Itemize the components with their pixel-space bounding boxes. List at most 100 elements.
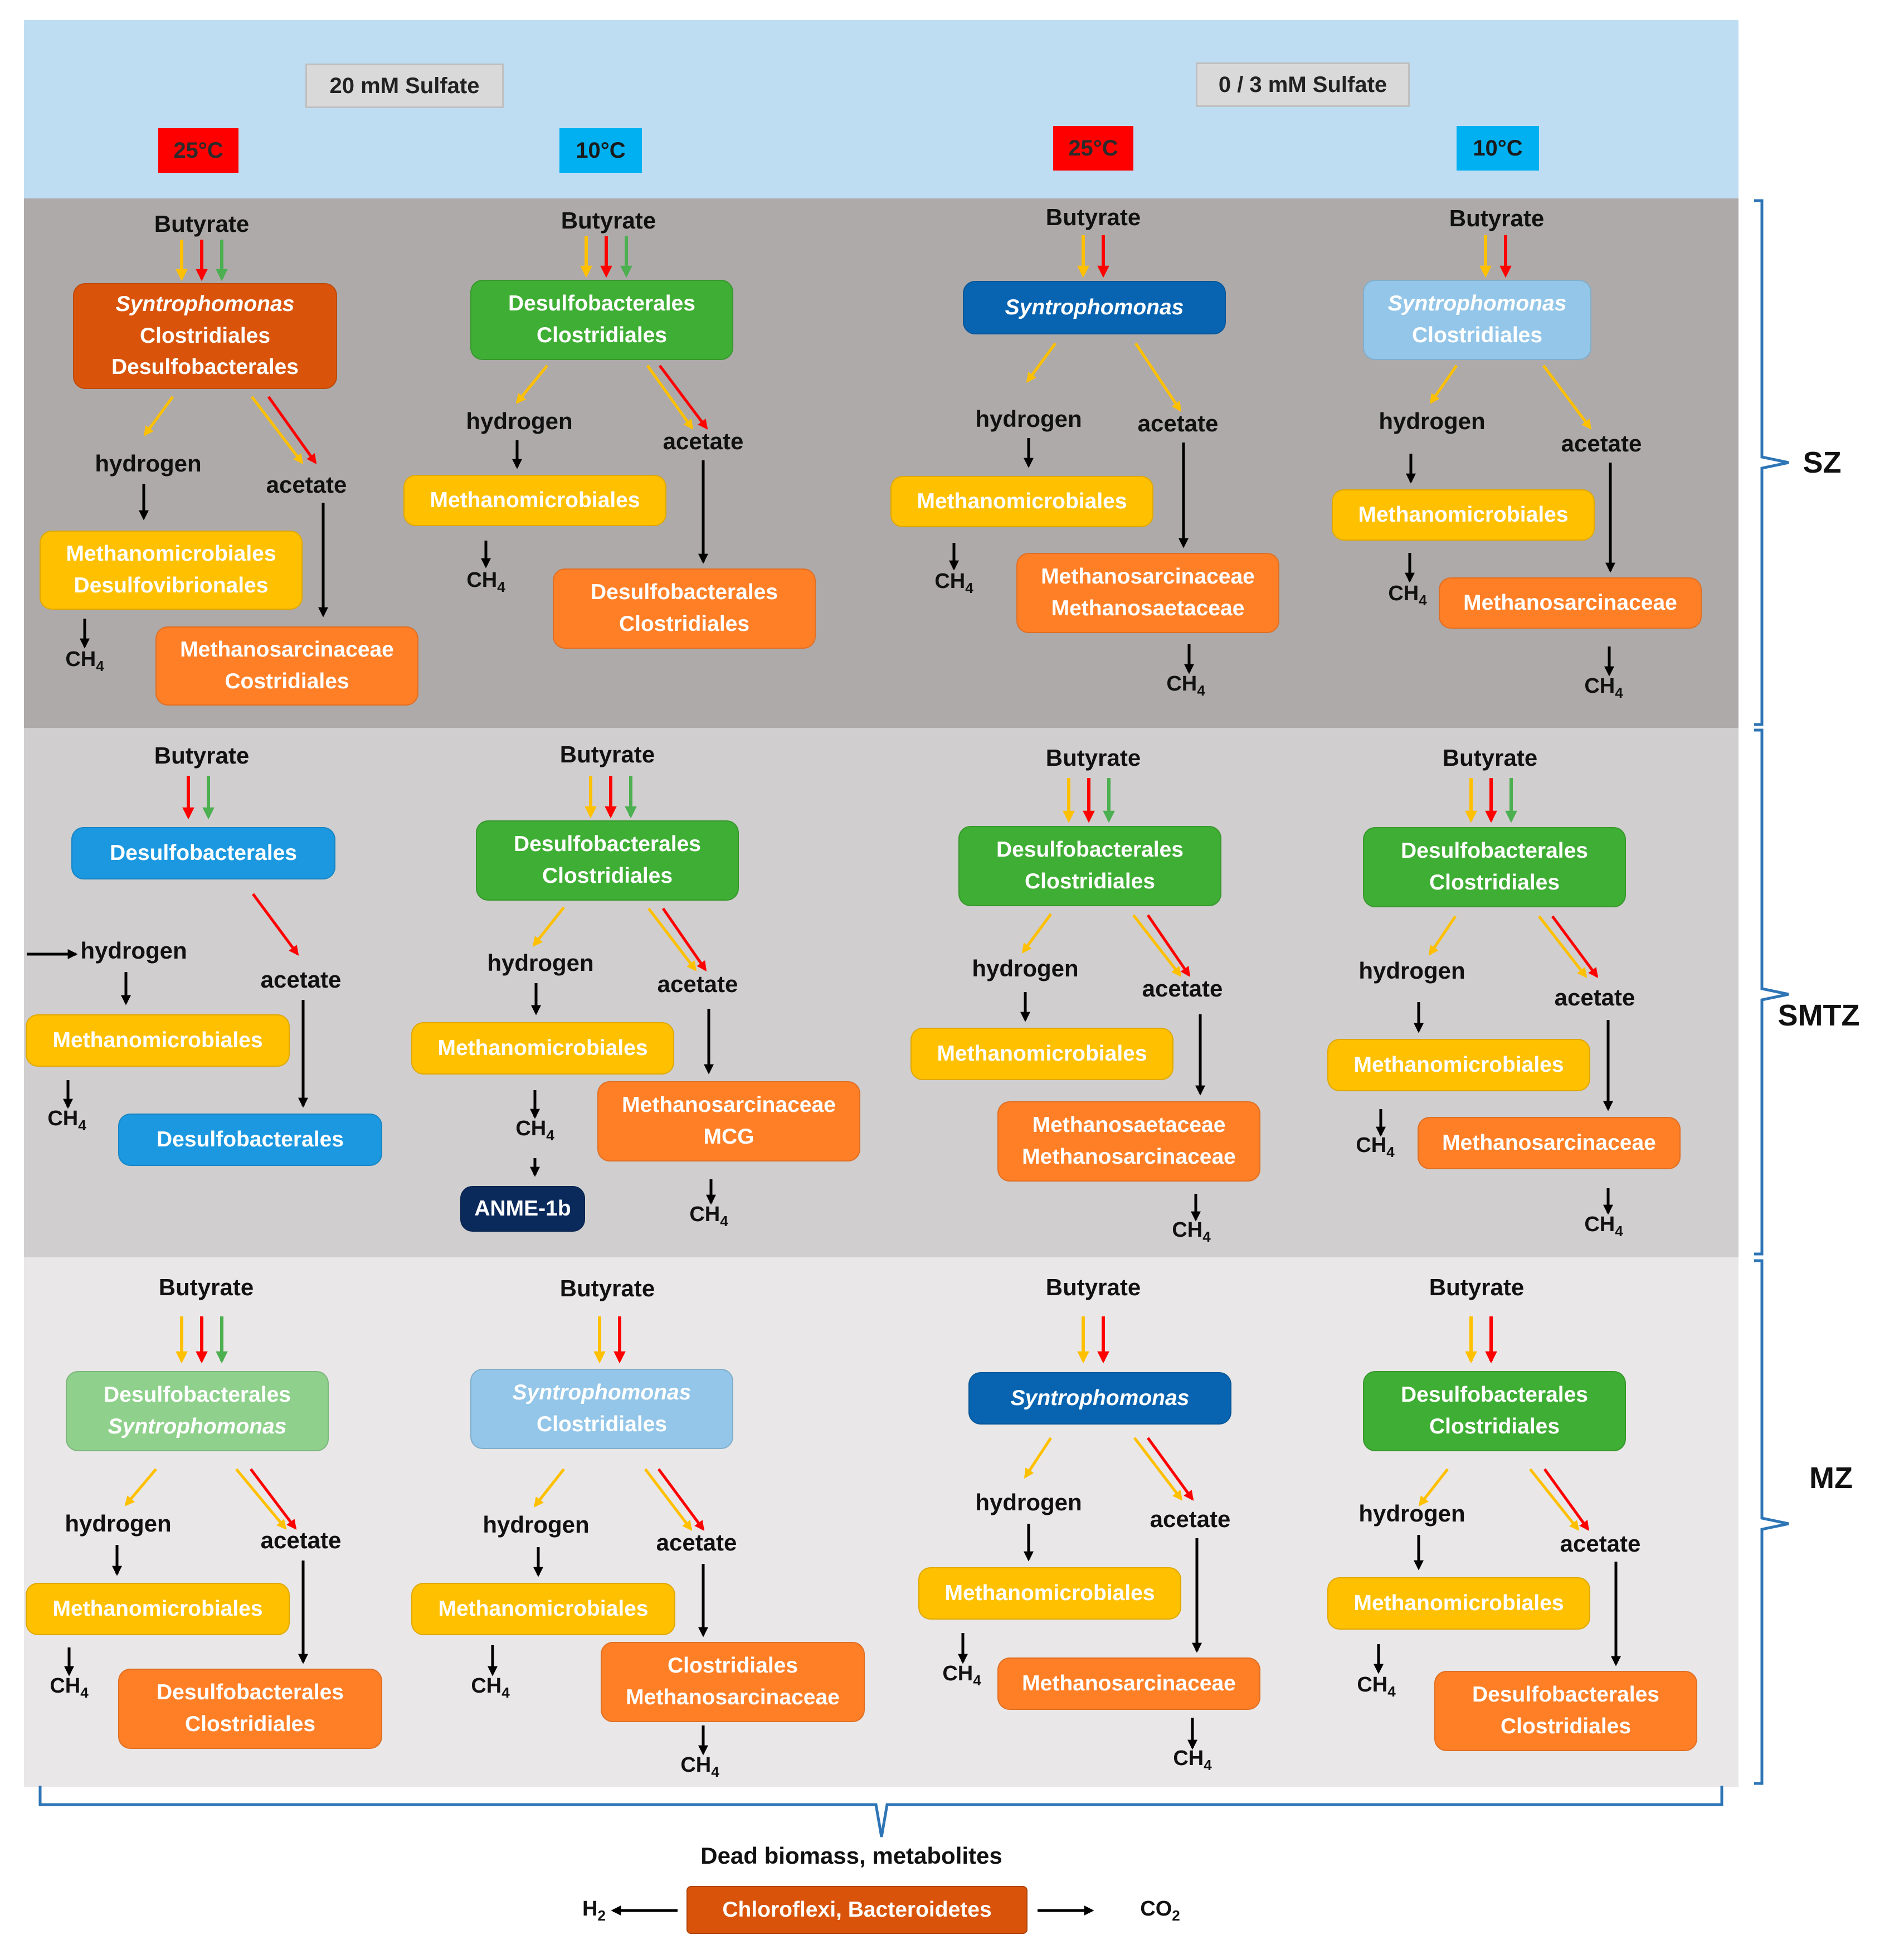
- yellow-arrow: [647, 907, 697, 971]
- bottom-bracket: [38, 1786, 1723, 1838]
- methane-label: CH4: [65, 649, 104, 673]
- acetate-label: acetate: [656, 1529, 737, 1555]
- hydrogenotroph-box: Methanomicrobiales: [1332, 489, 1595, 541]
- butyrate-label: Butyrate: [1429, 1274, 1525, 1300]
- butyrate-label: Butyrate: [561, 207, 656, 234]
- condition-band: [24, 20, 1739, 198]
- butyrate-label: Butyrate: [1045, 204, 1141, 230]
- methane-formula: CH: [1584, 1213, 1615, 1237]
- taxon-desulfobacterales: Desulfobacterales: [110, 840, 297, 865]
- hydrogenotroph-box: Methanomicrobiales: [26, 1014, 290, 1067]
- acetoclast-box: Desulfobacterales Clostridiales: [118, 1669, 382, 1749]
- methane-subscript: 4: [973, 1671, 981, 1689]
- methane-label: CH4: [515, 1118, 554, 1143]
- acetoclast-box: Methanosarcinaceae: [1439, 577, 1702, 629]
- acetate-label: acetate: [1561, 430, 1642, 456]
- butyrate-label: Butyrate: [1442, 745, 1538, 771]
- taxon-desulfobacterales: Desulfobacterales: [1401, 839, 1588, 863]
- taxon-clostridiales: Clostridiales: [536, 1412, 668, 1436]
- methane-subscript: 4: [720, 1212, 728, 1229]
- taxon-syntrophomonas: Syntrophomonas: [1005, 295, 1184, 319]
- taxon-methanomicrobiales: Methanomicrobiales: [1353, 1052, 1564, 1077]
- taxon-methanosarcinaceae: Methanosarcinaceae: [1442, 1130, 1656, 1155]
- taxon-clostridiales: Clostridiales: [667, 1654, 798, 1678]
- acetate-label: acetate: [663, 428, 744, 454]
- methane-subscript: 4: [1204, 1756, 1212, 1773]
- smtz-bracket: [1754, 728, 1789, 1256]
- methane-subscript: 4: [1202, 1228, 1211, 1245]
- methane-formula: CH: [47, 1107, 79, 1131]
- taxon-methanosarcinaceae: Methanosarcinaceae: [180, 638, 394, 662]
- acetate-label: acetate: [260, 966, 342, 993]
- yellow-arrow: [1418, 1468, 1449, 1506]
- taxon-desulfobacterales: Desulfobacterales: [157, 1127, 344, 1151]
- taxon-clostridiales: Clostridiales: [184, 1712, 316, 1736]
- mz-bracket: [1754, 1259, 1789, 1785]
- acetoclast-box: Clostridiales Methanosarcinaceae: [601, 1642, 865, 1722]
- acetoclast-box: Methanosarcinaceae Costridiales: [155, 626, 418, 706]
- butyrate-label: Butyrate: [559, 741, 655, 767]
- acetoclast-box: Methanosarcinaceae MCG: [597, 1081, 860, 1161]
- hydrogenotroph-box: Methanomicrobiales: [411, 1022, 674, 1075]
- acetoclast-box: Desulfobacterales Clostridiales: [1434, 1671, 1697, 1751]
- hydrogen-label: hydrogen: [1358, 957, 1465, 984]
- fermenter-box: Syntrophomonas Clostridiales Desulfobact…: [73, 283, 337, 389]
- acetate-label: acetate: [1137, 410, 1219, 436]
- methane-label: CH4: [471, 1675, 509, 1700]
- methane-subscript: 4: [1615, 684, 1623, 701]
- red-arrow: [659, 364, 708, 430]
- yellow-arrow: [1529, 1468, 1580, 1531]
- hydrogenotroph-box: Methanomicrobiales: [1327, 1577, 1590, 1630]
- methane-formula: CH: [471, 1674, 502, 1698]
- methane-label: CH4: [1584, 1214, 1623, 1238]
- methane-label: CH4: [1388, 583, 1426, 607]
- methane-label: CH4: [680, 1754, 719, 1779]
- taxon-syntrophomonas: Syntrophomonas: [108, 1414, 287, 1438]
- methane-label: CH4: [1356, 1135, 1394, 1159]
- taxon-methanomicrobiales: Methanomicrobiales: [52, 1596, 263, 1621]
- methane-formula: CH: [1166, 672, 1197, 696]
- taxon-methanosaetaceae: Methanosaetaceae: [1051, 596, 1245, 620]
- red-arrow: [1543, 1468, 1590, 1531]
- taxon-desulfobacterales: Desulfobacterales: [508, 291, 695, 316]
- butyrate-label: Butyrate: [1449, 205, 1545, 231]
- methane-subscript: 4: [711, 1763, 719, 1780]
- methane-formula: CH: [680, 1753, 712, 1777]
- hydrogen-label: hydrogen: [972, 955, 1079, 981]
- yellow-arrow: [1429, 364, 1458, 404]
- yellow-arrow: [1024, 1437, 1053, 1479]
- taxon-desulfobacterales: Desulfobacterales: [514, 832, 701, 857]
- yellow-arrow: [124, 1468, 157, 1506]
- taxon-costridiales: Costridiales: [225, 669, 349, 693]
- methane-label: CH4: [1166, 673, 1205, 698]
- methane-label: CH4: [1173, 1748, 1211, 1772]
- methane-subscript: 4: [1419, 591, 1427, 609]
- acetoclast-box: Methanosaetaceae Methanosarcinaceae: [997, 1101, 1260, 1182]
- yellow-arrow: [143, 396, 174, 436]
- fermenter-box: Desulfobacterales Clostridiales: [958, 826, 1221, 906]
- carbon-dioxide-subscript: 2: [1172, 1907, 1180, 1924]
- methane-formula: CH: [1173, 1747, 1204, 1771]
- taxon-clostridiales: Clostridiales: [1429, 871, 1560, 895]
- red-arrow: [267, 396, 317, 464]
- methane-label: CH4: [1584, 675, 1623, 700]
- fermenter-box: Syntrophomonas Clostridiales: [470, 1369, 733, 1449]
- methane-formula: CH: [466, 568, 498, 592]
- yellow-arrow: [1428, 915, 1457, 956]
- red-arrow: [1146, 914, 1191, 977]
- yellow-arrow: [1134, 342, 1182, 412]
- acetate-label: acetate: [1560, 1530, 1641, 1557]
- fermenter-box: Desulfobacterales Clostridiales: [1363, 1371, 1626, 1451]
- zone-label-smtz: SMTZ: [1778, 999, 1860, 1032]
- methane-label: CH4: [689, 1204, 728, 1228]
- taxon-clostridiales: Clostridiales: [536, 323, 668, 347]
- acetoclast-box: Methanosarcinaceae: [1418, 1117, 1681, 1169]
- taxon-methanosarcinaceae: Methanosarcinaceae: [622, 1093, 836, 1117]
- taxon-chloroflexi-bacteroidetes: Chloroflexi, Bacteroidetes: [722, 1897, 992, 1922]
- fermenter-box: Desulfobacterales: [71, 827, 335, 879]
- taxon-methanosarcinaceae: Methanosarcinaceae: [1463, 590, 1677, 615]
- acetoclast-box: Methanosarcinaceae Methanosaetaceae: [1016, 553, 1279, 633]
- taxon-desulfobacterales: Desulfobacterales: [1472, 1683, 1659, 1707]
- taxon-anme-1b: ANME-1b: [474, 1196, 571, 1221]
